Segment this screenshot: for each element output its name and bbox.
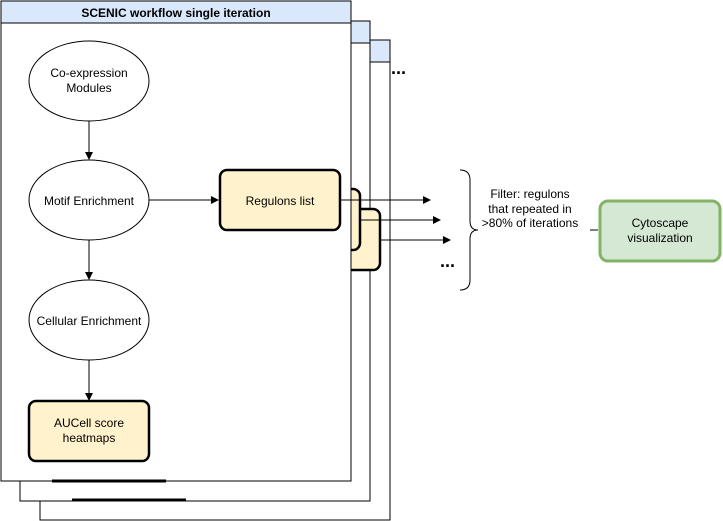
cytoscape-box — [598, 199, 722, 263]
panels-ellipsis: ... — [391, 58, 406, 78]
filter-brace — [459, 169, 479, 291]
aucell-label: AUCell score — [54, 416, 124, 430]
motif-enrichment-label: Motif Enrichment — [44, 194, 135, 208]
cytoscape-label-line2: visualization — [627, 231, 692, 245]
filter-label-line3: >80% of iterations — [482, 216, 578, 230]
cellular-enrichment-label: Cellular Enrichment — [37, 314, 142, 328]
filter-label-line2: that repeated in — [488, 202, 571, 216]
regulons-list-label: Regulons list — [246, 194, 315, 208]
cytoscape-label: Cytoscape — [632, 216, 689, 230]
filter-label-line1: Filter: regulons — [490, 187, 569, 201]
panel-title: SCENIC workflow single iteration — [81, 6, 270, 20]
coexpression-label: Co-expression — [50, 66, 127, 80]
coexpression-label-line2: Modules — [66, 81, 111, 95]
aucell-box — [27, 399, 151, 463]
arrows-ellipsis: ... — [440, 251, 455, 271]
aucell-label-line2: heatmaps — [63, 431, 116, 445]
